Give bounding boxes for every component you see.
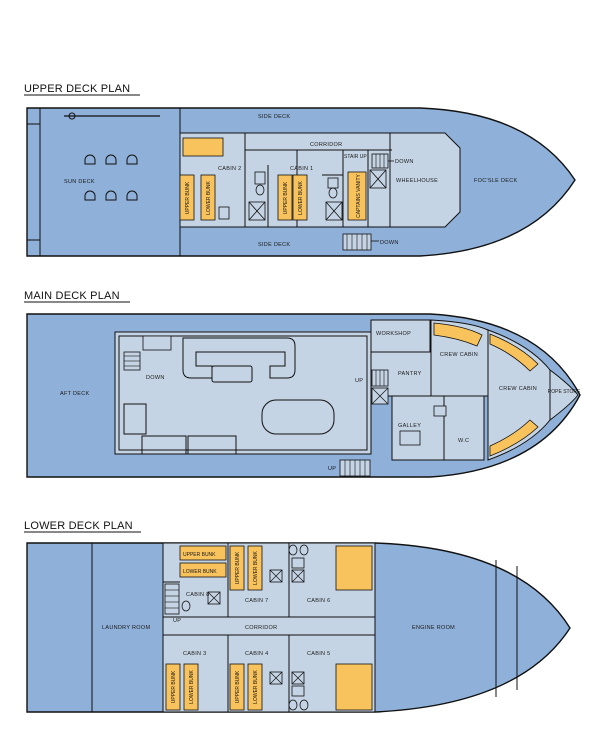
wc-label: W.C [458, 438, 469, 444]
saloon-sofa-b [187, 435, 237, 455]
lower-upper-bunk-d [229, 663, 245, 711]
lower-bunk-2-label: LOWER BUNK [298, 181, 304, 215]
crew-cabin-b-label: CREW CABIN [499, 386, 537, 392]
captains-vanity-label: CAPTAINS VANITY [356, 173, 362, 217]
crew-bunk-3 [489, 419, 539, 457]
upper-bunk-2-label: UPPER BUNK [283, 181, 289, 214]
crew-bunk-1 [433, 322, 483, 347]
rope-store-room [549, 368, 579, 422]
lower-upper-bunk-c-label: UPPER BUNK [171, 670, 177, 703]
upper-deck-plan: UPPER DECK PLAN SUN DECK [24, 83, 576, 257]
lower-lower-bunk-c [183, 663, 199, 711]
lower-bunk-1 [200, 174, 216, 221]
cabin-4-label: CABIN 4 [245, 651, 269, 657]
upper-bunk-2 [277, 174, 293, 221]
lower-lower-bunk-a [179, 562, 227, 578]
upper-bunk-1 [179, 174, 195, 221]
side-deck-top-label: SIDE DECK [258, 114, 290, 120]
main-stairs-bottom [339, 459, 371, 477]
workshop-label: WORKSHOP [376, 331, 411, 337]
lower-stairs-up [164, 583, 180, 615]
pantry-label: PANTRY [398, 371, 422, 377]
main-up-a-label: UP [355, 378, 363, 384]
lower-lower-bunk-d-label: LOWER BUNK [253, 670, 259, 704]
lower-upper-bunk-a-label: UPPER BUNK [183, 552, 216, 558]
sun-deck-loungers [84, 154, 138, 201]
wc-toilet [433, 405, 447, 417]
saloon-settee [182, 337, 296, 379]
engine-room-label: ENGINE ROOM [412, 625, 455, 631]
down-top-label: DOWN [395, 159, 414, 165]
upper-stairs-bottom [342, 233, 372, 251]
cabin-2-label: CABIN 2 [218, 166, 242, 172]
lower-deck-plan: LOWER DECK PLAN UPPER BUNK LOWER BUNK UP… [24, 520, 571, 713]
wheelhouse-label: WHEELHOUSE [396, 178, 438, 184]
wc-room [443, 395, 485, 461]
lower-lower-bunk-a-label: LOWER BUNK [183, 569, 217, 575]
cabin-1-label: CABIN 1 [290, 166, 314, 172]
aft-deck-label: AFT DECK [60, 391, 90, 397]
lower-lower-bunk-d [247, 663, 263, 711]
lower-corridor [162, 616, 376, 636]
focsle-deck-label: FOC'SLE DECK [474, 178, 517, 184]
lower-lower-bunk-b [247, 545, 263, 591]
lower-deck-title: LOWER DECK PLAN [24, 520, 133, 532]
lower-corridor-label: CORRIDOR [245, 625, 277, 631]
upper-deck-title: UPPER DECK PLAN [24, 83, 130, 95]
main-up-b-label: UP [328, 466, 336, 472]
galley-label: GALLEY [398, 423, 421, 429]
captains-vanity-box [347, 171, 367, 221]
crew-cabin-a-label: CREW CABIN [440, 352, 478, 358]
crew-bunk-2 [489, 333, 539, 372]
lower-lower-bunk-b-label: LOWER BUNK [253, 551, 259, 585]
lower-up-label: UP [173, 618, 181, 624]
side-deck-bottom-label: SIDE DECK [258, 242, 290, 248]
upper-bunk-1-label: UPPER BUNK [185, 181, 191, 214]
cabin-7-label: CABIN 7 [245, 598, 269, 604]
lower-head-fixtures [181, 544, 309, 711]
saloon-coffee-table [211, 365, 253, 383]
lower-lower-bunk-c-label: LOWER BUNK [189, 670, 195, 704]
saloon-inner-wall [118, 335, 368, 451]
cabin6-double-bed [335, 545, 373, 591]
cabin-3-label: CABIN 3 [183, 651, 207, 657]
down-bottom-label: DOWN [380, 240, 399, 246]
laundry-room-label: LAUNDRY ROOM [102, 625, 150, 631]
main-stairs-fwd [371, 369, 389, 405]
main-down-label: DOWN [146, 375, 165, 381]
rope-store-label: ROPE STORE [548, 389, 581, 395]
lower-bunk-1-label: LOWER BUNK [206, 181, 212, 215]
cabin-5-label: CABIN 5 [307, 651, 331, 657]
upper-head-fixtures [218, 169, 387, 221]
main-stairs-aft [123, 335, 172, 371]
upper-rail-knob [68, 112, 76, 120]
cabin-8-label: CABIN 8 [186, 592, 210, 598]
saloon-chair [123, 403, 147, 435]
upper-stairs-top [371, 153, 389, 169]
saloon-dining-table [261, 399, 335, 435]
sun-deck-label: SUN DECK [64, 179, 95, 185]
stair-up-label: STAIR UP [344, 154, 367, 160]
lower-upper-bunk-a [179, 545, 227, 561]
cabin5-double-bed [335, 663, 373, 711]
lower-upper-bunk-c [165, 663, 181, 711]
saloon-sofa-a [141, 435, 187, 455]
galley-range [399, 430, 421, 446]
lower-upper-bunk-b [229, 545, 245, 591]
cabin-6-label: CABIN 6 [307, 598, 331, 604]
lower-upper-bunk-b-label: UPPER BUNK [235, 551, 241, 584]
upper-corridor-label: CORRIDOR [310, 142, 342, 148]
upper-storage-orange [182, 137, 224, 157]
lower-upper-bunk-d-label: UPPER BUNK [235, 670, 241, 703]
wheelhouse-room [389, 132, 461, 228]
lower-bunk-2 [292, 174, 308, 221]
main-deck-title: MAIN DECK PLAN [24, 290, 120, 302]
main-deck-plan: MAIN DECK PLAN [24, 290, 581, 478]
